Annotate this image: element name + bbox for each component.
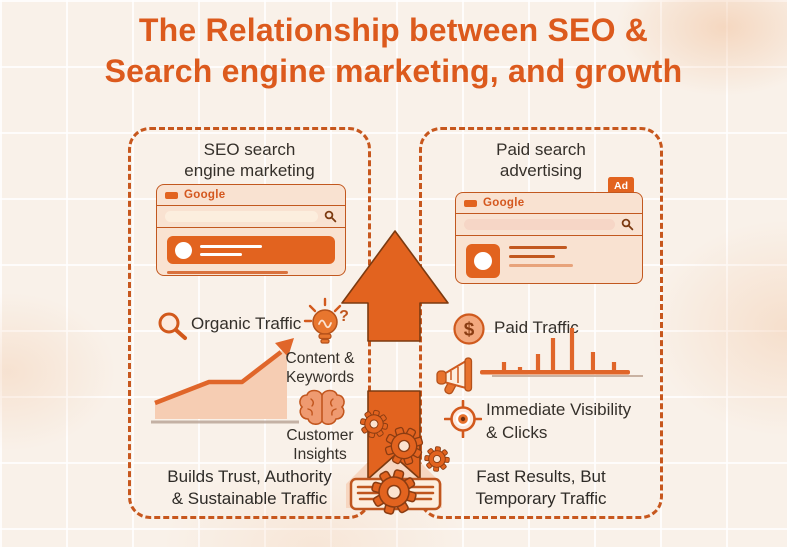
- browser-results: [157, 228, 345, 275]
- brain-icon: [299, 389, 345, 425]
- gear-icon: [366, 464, 422, 520]
- paid-result-card: [466, 244, 632, 278]
- seo-panel-title-line2: engine marketing: [184, 161, 315, 180]
- paid-panel-title-line1: Paid search: [496, 140, 586, 159]
- dollar-symbol: $: [464, 320, 475, 341]
- question-mark: ?: [339, 308, 349, 325]
- skeleton-line: [509, 255, 555, 258]
- customer-insights-line1: Customer: [286, 427, 354, 444]
- result-text-line: [200, 252, 242, 256]
- browser-header: Google: [456, 193, 642, 214]
- result-text-line: [200, 244, 262, 248]
- search-icon: [324, 210, 337, 223]
- customer-insights-label: Customer Insights: [261, 426, 379, 464]
- paid-panel-title: Paid search advertising: [422, 139, 660, 181]
- magnifier-icon: [158, 312, 187, 340]
- paid-drawback-line1: Fast Results, But: [476, 467, 606, 486]
- target-icon: [444, 400, 482, 438]
- seo-panel-title: SEO search engine marketing: [131, 139, 368, 181]
- paid-panel: Paid search advertising Ad Google: [419, 127, 663, 519]
- menu-icon: [165, 191, 178, 199]
- content-keywords-line2: Keywords: [285, 369, 355, 386]
- lightbulb-icon: ?: [303, 297, 349, 344]
- paid-drawback-line2: Temporary Traffic: [475, 489, 607, 508]
- chart-trend-line: [154, 350, 283, 406]
- paid-traffic-spike-chart: [480, 328, 643, 377]
- paid-browser-mockup: Google: [455, 192, 643, 284]
- search-input: [165, 211, 318, 222]
- seo-panel-title-line1: SEO search: [203, 140, 296, 159]
- organic-growth-chart: [151, 338, 299, 424]
- customer-insights-line2: Insights: [293, 446, 347, 463]
- immediate-visibility-line2: & Clicks: [486, 423, 548, 442]
- seo-benefit-line2: & Sustainable Traffic: [171, 489, 328, 508]
- seo-benefit-line1: Builds Trust, Authority: [167, 467, 332, 486]
- browser-search-row: [157, 206, 345, 228]
- dollar-coin-icon: $: [453, 313, 485, 345]
- browser-header: Google: [157, 185, 345, 206]
- megaphone-icon: [436, 357, 473, 395]
- chart-arrow-head: [275, 338, 294, 357]
- google-logo: Google: [184, 189, 226, 201]
- content-keywords-line1: Content &: [285, 350, 355, 367]
- immediate-visibility-line1: Immediate Visibility: [486, 400, 632, 419]
- search-input: [464, 219, 615, 230]
- page-title: The Relationship between SEO & Search eng…: [0, 10, 787, 92]
- paid-drawback-statement: Fast Results, But Temporary Traffic: [422, 466, 660, 510]
- title-line-1: The Relationship between SEO &: [138, 12, 649, 48]
- title-line-2: Search engine marketing, and growth: [104, 53, 683, 89]
- chart-spikes: [501, 328, 617, 372]
- skeleton-line: [509, 264, 573, 267]
- google-logo: Google: [483, 197, 525, 209]
- seo-benefit-statement: Builds Trust, Authority & Sustainable Tr…: [131, 466, 368, 510]
- content-keywords-label: Content & Keywords: [261, 349, 379, 387]
- browser-search-row: [456, 214, 642, 236]
- ad-badge: Ad: [608, 177, 634, 194]
- thumbnail-dot: [474, 252, 492, 270]
- menu-icon: [464, 199, 477, 207]
- result-avatar: [175, 241, 192, 259]
- organic-result-card: [167, 236, 335, 264]
- paid-panel-title-line2: advertising: [499, 161, 583, 180]
- search-icon: [621, 218, 634, 231]
- browser-results: [456, 236, 642, 283]
- skeleton-line: [167, 271, 288, 274]
- seo-panel: SEO search engine marketing Google: [128, 127, 371, 519]
- seo-browser-mockup: Google: [156, 184, 346, 276]
- organic-traffic-label: Organic Traffic: [191, 314, 302, 333]
- paid-traffic-label: Paid Traffic: [494, 318, 579, 337]
- result-thumbnail: [466, 244, 500, 278]
- immediate-visibility-label: Immediate Visibility & Clicks: [486, 398, 631, 444]
- skeleton-line: [509, 246, 567, 249]
